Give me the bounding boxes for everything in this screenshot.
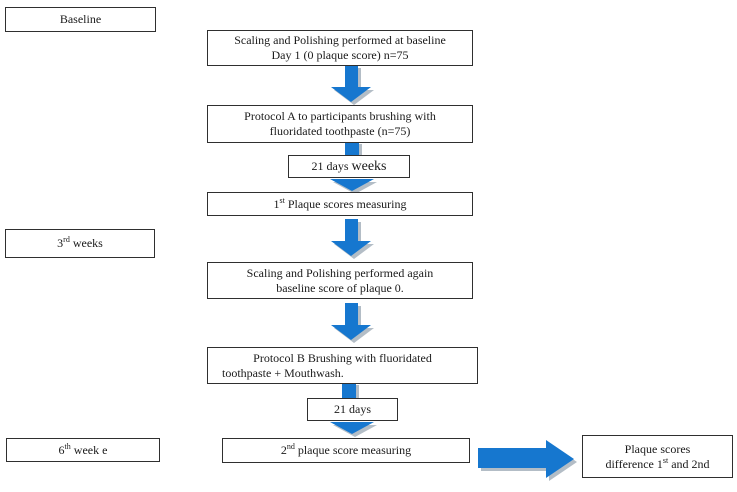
step3-first-plaque-score-box: 1st Plaque scores measuring [207, 192, 473, 216]
step1-line1: Scaling and Polishing performed at basel… [234, 33, 446, 47]
duration2-text: 21 days [334, 402, 371, 416]
step6-text: 2nd plaque score measuring [280, 442, 412, 458]
down-arrow-icon [331, 303, 374, 343]
down-arrowhead-icon [330, 422, 377, 437]
right-arrow-icon [478, 440, 577, 481]
timeline-label-week3: 3rd weeks [5, 229, 155, 258]
step5-line1: Protocol B Brushing with fluoridated [253, 350, 432, 365]
result-line1: Plaque scores [624, 441, 691, 456]
duration2-21-days-box: 21 days [307, 398, 398, 421]
step4-scaling-polishing-again-box: Scaling and Polishing performed again ba… [207, 262, 473, 299]
step2-line2: fluoridated toothpaste (n=75) [269, 124, 411, 138]
step5-line2: toothpaste + Mouthwash. [222, 365, 344, 380]
step6-second-plaque-score-box: 2nd plaque score measuring [222, 438, 470, 463]
step5-protocol-b-box: Protocol B Brushing with fluoridated too… [207, 347, 478, 384]
timeline-label-baseline: Baseline [5, 7, 156, 32]
duration1-text: 21 days weeks [311, 159, 387, 174]
week6-label-text: 6th week e [58, 441, 108, 457]
step4-line1: Scaling and Polishing performed again [246, 265, 434, 280]
step1-scaling-polishing-baseline-box: Scaling and Polishing performed at basel… [207, 30, 473, 66]
down-arrow-icon [331, 65, 374, 105]
down-arrow-shaft [342, 383, 356, 399]
step1-line2: Day 1 (0 plaque score) n=75 [271, 48, 409, 62]
step4-line2: baseline score of plaque 0. [276, 280, 404, 295]
timeline-label-week6: 6th week e [6, 438, 160, 462]
week3-label-text: 3rd weeks [57, 235, 103, 251]
down-arrowhead-icon [330, 179, 377, 194]
baseline-label-text: Baseline [59, 12, 102, 26]
down-arrow-shaft [345, 142, 359, 156]
down-arrow-icon [331, 219, 374, 259]
step2-protocol-a-box: Protocol A to participants brushing with… [207, 105, 473, 143]
result-line2: difference 1st and 2nd [605, 455, 710, 471]
step3-text: 1st Plaque scores measuring [273, 195, 407, 211]
duration1-21-days-weeks-box: 21 days weeks [288, 155, 410, 178]
result-plaque-difference-box: Plaque scores difference 1st and 2nd [582, 435, 733, 478]
step2-line1: Protocol A to participants brushing with [244, 109, 436, 123]
